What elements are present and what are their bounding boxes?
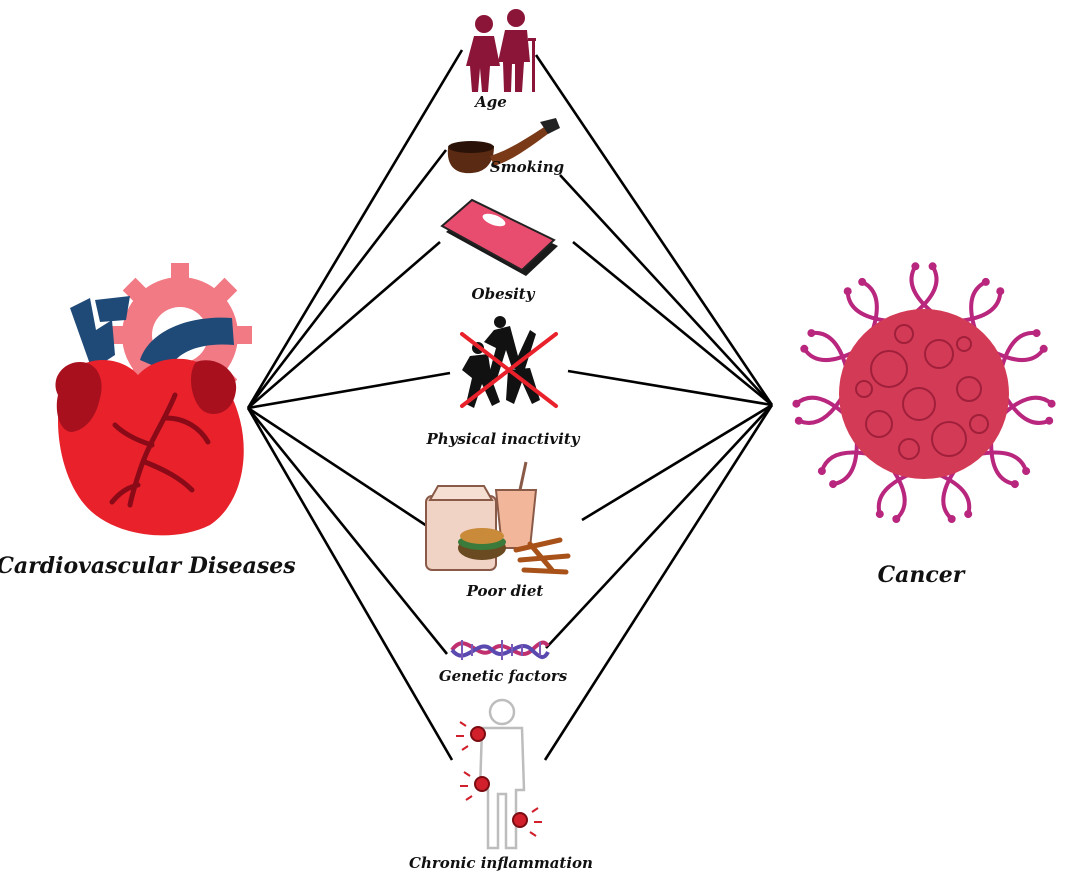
cancer-spike-tip <box>1010 480 1019 489</box>
cancer-spike <box>998 331 1039 374</box>
line-cancer-diet <box>581 403 773 522</box>
factor-label-chronic-inflammation: Chronic inflammation <box>409 854 593 872</box>
cancer-spike-tip <box>928 262 937 271</box>
weighing-scale-icon <box>440 198 558 276</box>
pipe-icon <box>447 118 560 174</box>
cancer-spike-tip <box>1047 399 1056 408</box>
cancer-spike-tip <box>800 344 809 353</box>
cancer-spike <box>933 471 972 517</box>
cardiovascular-diseases-label: Cardiovascular Diseases <box>0 553 296 579</box>
cancer-label: Cancer <box>877 562 965 588</box>
inflammation-spot <box>456 721 486 751</box>
cancer-spike-tip <box>947 515 956 523</box>
cancer-spike <box>989 435 1017 487</box>
cancer-spike <box>955 289 1003 324</box>
cancer-spike <box>845 289 893 324</box>
cancer-spike-tip <box>892 515 901 523</box>
factor-label-age: Age <box>475 93 507 111</box>
cancer-spike-tip <box>829 480 838 489</box>
line-cancer-inactivity <box>567 369 773 407</box>
cancer-spike-tip <box>817 467 826 476</box>
cancer-spike-tip <box>1032 329 1041 338</box>
cancer-spike-tip <box>996 287 1005 296</box>
inflammation-spot <box>512 807 542 837</box>
cancer-spike-tip <box>1022 467 1031 476</box>
line-cancer-inflammation <box>543 404 774 761</box>
factor-label-physical-inactivity: Physical inactivity <box>426 430 580 448</box>
factor-label-smoking: Smoking <box>489 158 565 176</box>
cancer-spike-tip <box>794 416 803 425</box>
cancer-spike <box>809 331 850 374</box>
cancer-cell-icon <box>792 262 1056 523</box>
cancer-spike <box>974 450 1029 474</box>
line-cvd-inactivity <box>247 371 451 410</box>
cancer-spike-tip <box>911 262 920 271</box>
factor-label-poor-diet: Poor diet <box>466 582 544 600</box>
inflammation-spot <box>460 771 490 801</box>
cancer-spike-tip <box>964 510 973 519</box>
inflamed-body-icon <box>456 698 542 850</box>
line-cancer-smoking <box>559 174 773 406</box>
line-cvd-obesity <box>247 241 441 409</box>
line-cvd-diet <box>247 406 431 530</box>
cancer-spike-tip <box>981 277 990 286</box>
line-cvd-age <box>246 49 464 409</box>
fast-food-icon <box>425 461 571 575</box>
cancer-spike-tip <box>807 329 816 338</box>
dna-icon <box>450 640 550 660</box>
cancer-spike-tip <box>1045 416 1054 425</box>
crossed-out-runners-icon <box>460 316 558 408</box>
cancer-spike-tip <box>843 287 852 296</box>
factor-label-genetic-factors: Genetic factors <box>438 667 568 685</box>
heart-icon <box>55 263 252 536</box>
cancer-spike <box>876 471 915 517</box>
line-cancer-obesity <box>572 240 773 407</box>
factor-label-obesity: Obesity <box>471 285 535 303</box>
cancer-spike-tip <box>875 510 884 519</box>
line-cvd-inflammation <box>246 407 454 761</box>
line-cancer-age <box>534 54 774 406</box>
cancer-spike <box>831 435 859 487</box>
line-cvd-genetic <box>246 407 449 655</box>
elderly-couple-icon <box>466 9 536 92</box>
line-cvd-smoking <box>246 149 448 409</box>
cancer-spike-tip <box>858 277 867 286</box>
cancer-spike <box>819 450 874 474</box>
cancer-spike-tip <box>792 399 801 408</box>
cancer-spike-tip <box>1039 344 1048 353</box>
connector-lines <box>246 49 774 761</box>
line-cancer-genetic <box>545 404 773 649</box>
